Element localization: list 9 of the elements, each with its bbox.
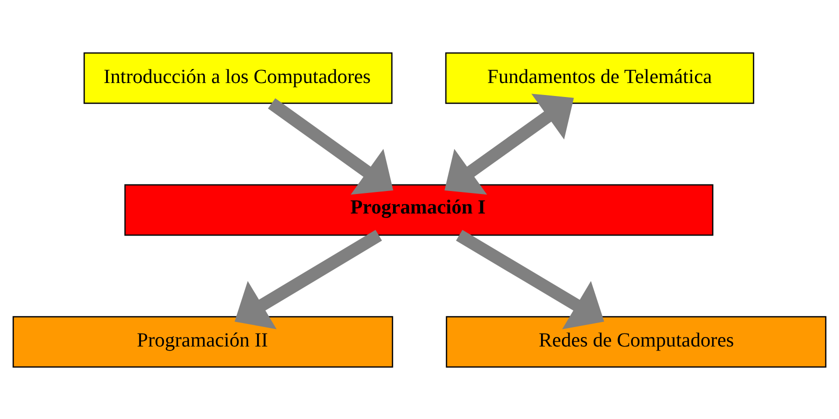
node-box: Programación I — [124, 184, 714, 236]
arrow — [268, 98, 394, 194]
arrow — [456, 229, 604, 329]
node-box: Introducción a los Computadores — [84, 52, 392, 104]
node-box: Redes de Computadores — [446, 316, 826, 368]
arrow — [234, 229, 382, 329]
arrow — [444, 93, 574, 194]
node-box: Fundamentos de Telemática — [445, 52, 754, 104]
node-box: Programación II — [12, 316, 394, 368]
